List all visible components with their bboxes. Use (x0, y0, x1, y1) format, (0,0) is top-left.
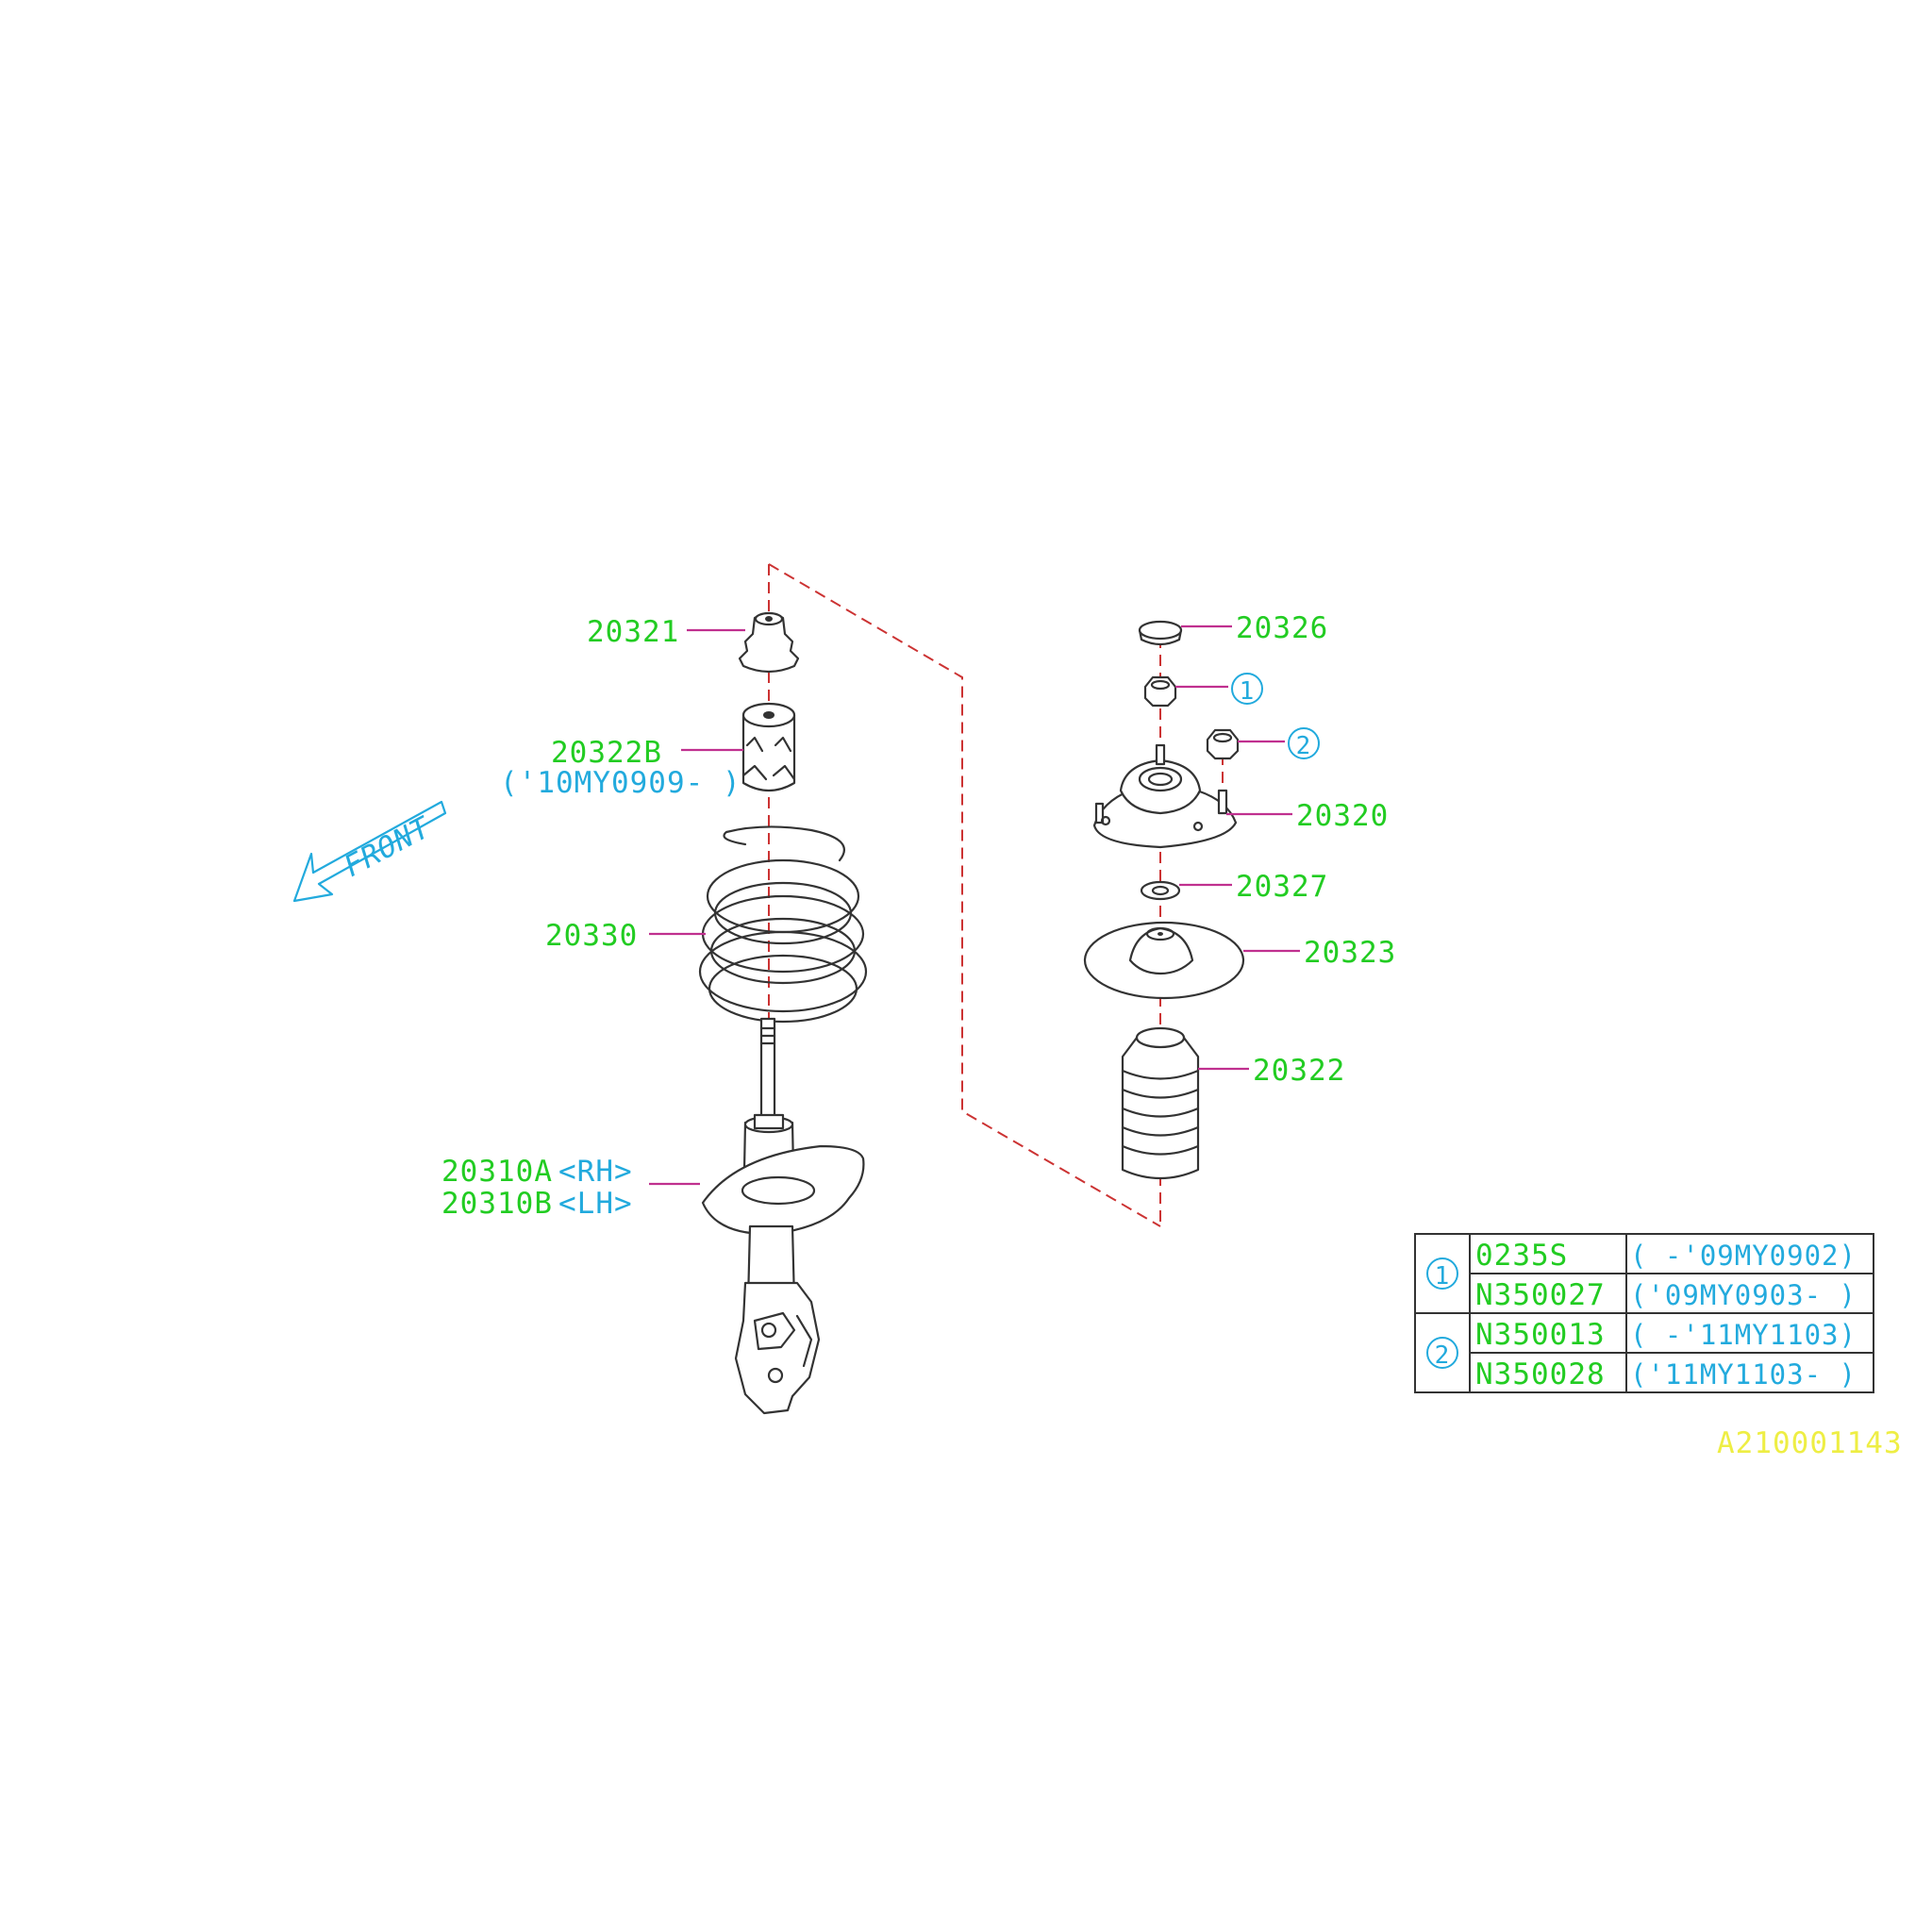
label-20322B-note: ('10MY0909- ) (500, 766, 741, 800)
label-20326: 20326 (1236, 611, 1328, 645)
table-cell-range: ('09MY0903- ) (1630, 1279, 1857, 1311)
table-cell-part: N350013 (1475, 1318, 1606, 1352)
part-20321-bump-stop[interactable] (738, 611, 800, 674)
front-arrow-icon: FRONT (292, 800, 447, 903)
leader-lines (649, 625, 1300, 1186)
label-20310B-side: <LH> (558, 1187, 633, 1221)
table-cell-range: ( -'11MY1103) (1630, 1319, 1857, 1351)
table-cell-range: ( -'09MY0902) (1630, 1240, 1857, 1272)
callout-2-marker: 2 (1288, 727, 1320, 760)
diagram-id: A210001143 (1717, 1426, 1903, 1460)
label-20320: 20320 (1296, 799, 1389, 833)
label-20310A: 20310A (441, 1155, 553, 1189)
part-20326-cap[interactable] (1138, 620, 1183, 646)
callout-2-text: 2 (1296, 732, 1312, 760)
label-20322: 20322 (1253, 1054, 1345, 1088)
label-20310A-side: <RH> (558, 1155, 633, 1189)
table-cell-range: ('11MY1103- ) (1630, 1358, 1857, 1391)
front-label: FRONT (339, 809, 438, 884)
part-20322B-rubber[interactable] (741, 702, 796, 792)
label-20322B: 20322B (551, 736, 662, 770)
label-20327: 20327 (1236, 870, 1328, 904)
part-20310-strut-assembly[interactable] (701, 1017, 865, 1415)
table-cell-part: 0235S (1475, 1239, 1568, 1273)
label-20330: 20330 (545, 919, 638, 953)
table-cell-part: N350028 (1475, 1357, 1606, 1391)
part-nut-callout-1[interactable] (1143, 675, 1177, 708)
callout-1-marker: 1 (1231, 673, 1263, 706)
table-marker-2: 2 (1435, 1341, 1451, 1370)
label-20310B: 20310B (441, 1187, 553, 1221)
part-20323-spring-seat[interactable] (1083, 921, 1245, 1000)
callout-1-text: 1 (1240, 677, 1256, 706)
table-cell-part: N350027 (1475, 1278, 1606, 1312)
part-nut-callout-2[interactable] (1206, 728, 1240, 760)
part-number-table: 1 2 0235S ( -'09MY0902) N350027 ('09MY09… (1414, 1233, 1874, 1393)
label-20323: 20323 (1304, 936, 1396, 970)
table-marker-1: 1 (1435, 1262, 1451, 1291)
part-20320-strut-mount[interactable] (1092, 743, 1238, 849)
label-20321: 20321 (587, 615, 679, 649)
part-20322-dust-boot[interactable] (1121, 1026, 1200, 1180)
part-20330-coil-spring[interactable] (698, 825, 868, 1024)
part-20327-washer[interactable] (1140, 880, 1181, 901)
